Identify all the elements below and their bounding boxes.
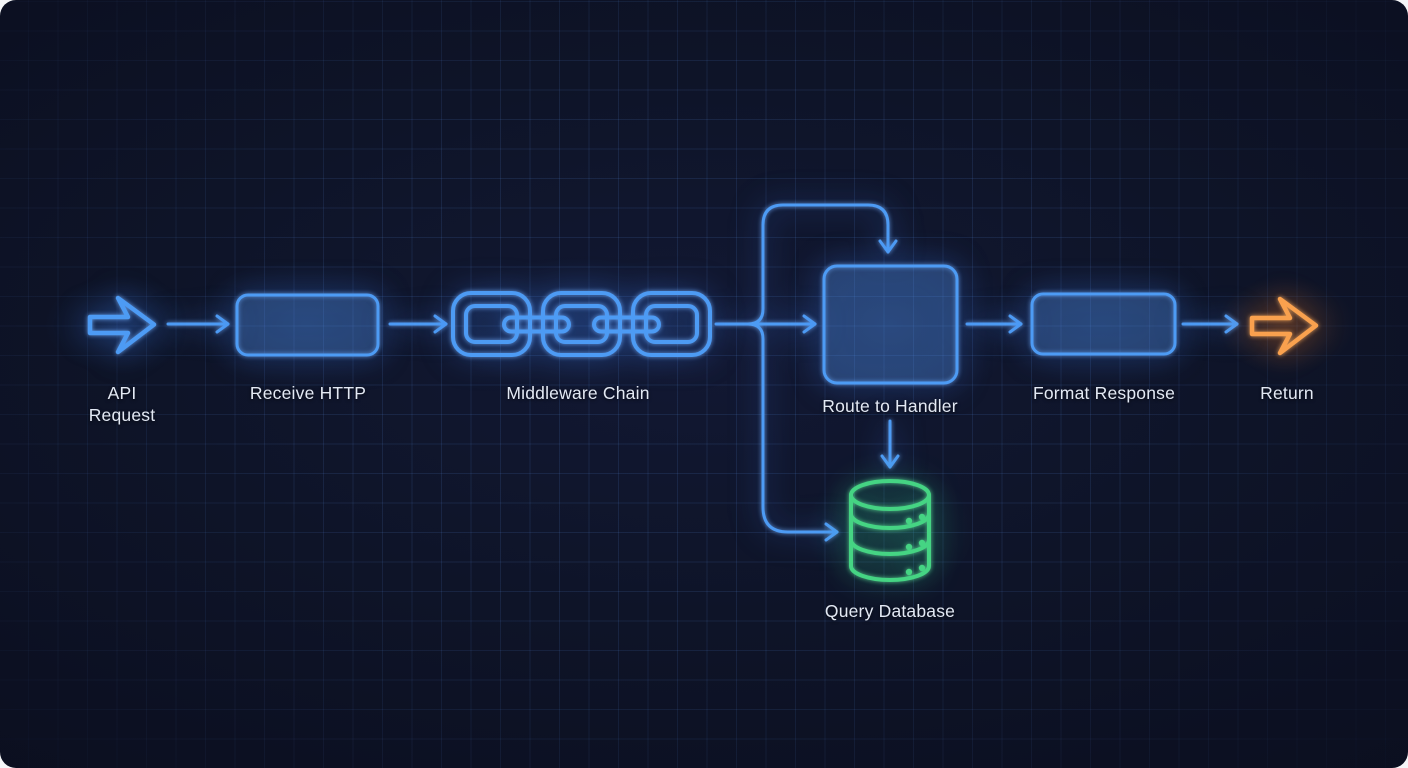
edge-lines bbox=[166, 203, 1239, 542]
middleware-chain-label: Middleware Chain bbox=[506, 383, 650, 403]
edge-route-to-database bbox=[880, 419, 900, 469]
process-boxes bbox=[235, 264, 1177, 385]
edge-api-to-receive bbox=[166, 314, 230, 334]
database-cylinder-icon bbox=[849, 479, 931, 582]
edge-chain-to-route bbox=[714, 314, 817, 334]
edge-format-to-return bbox=[1181, 314, 1239, 334]
receive-http-box bbox=[235, 293, 380, 357]
chain-links-icon bbox=[451, 291, 712, 357]
receive-http-label: Receive HTTP bbox=[249, 383, 367, 403]
format-response-box bbox=[1030, 292, 1177, 356]
database-indicator-dots bbox=[905, 513, 926, 576]
edge-loop-over-top bbox=[746, 203, 898, 326]
query-database-label: Query Database bbox=[824, 601, 956, 621]
api-request-label: API Request bbox=[88, 383, 156, 425]
return-label: Return bbox=[1260, 383, 1314, 403]
edge-receive-to-chain bbox=[388, 314, 448, 334]
format-response-label: Format Response bbox=[1032, 383, 1176, 403]
api-request-arrow-icon bbox=[87, 295, 157, 355]
route-to-handler-box bbox=[822, 264, 959, 385]
edge-chain-to-database bbox=[746, 322, 839, 542]
route-to-handler-label: Route to Handler bbox=[822, 396, 958, 416]
edge-route-to-format bbox=[965, 314, 1023, 334]
return-arrow-icon bbox=[1249, 296, 1319, 356]
